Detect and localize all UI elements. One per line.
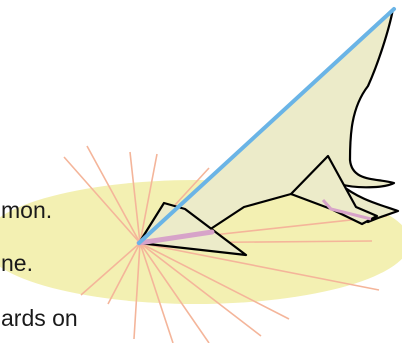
gnomon-edge [137, 7, 396, 245]
hour-line [139, 242, 262, 337]
hour-line [139, 153, 158, 244]
hour-line [80, 242, 141, 296]
hour-line [129, 151, 141, 244]
shadow-line-rear [321, 199, 372, 221]
shadow-line [136, 229, 215, 246]
hour-line [63, 156, 141, 244]
hour-line [139, 242, 380, 291]
text-line-3: ards on [1, 305, 78, 331]
hour-line [107, 242, 141, 305]
hour-line [86, 145, 141, 244]
text-line-2: ne. [1, 250, 33, 276]
hour-line [139, 242, 290, 320]
hour-line [139, 242, 210, 343]
hour-line [139, 242, 174, 343]
hour-line [133, 242, 141, 340]
text-line-1: mon. [1, 197, 52, 223]
hour-lines [63, 145, 388, 343]
